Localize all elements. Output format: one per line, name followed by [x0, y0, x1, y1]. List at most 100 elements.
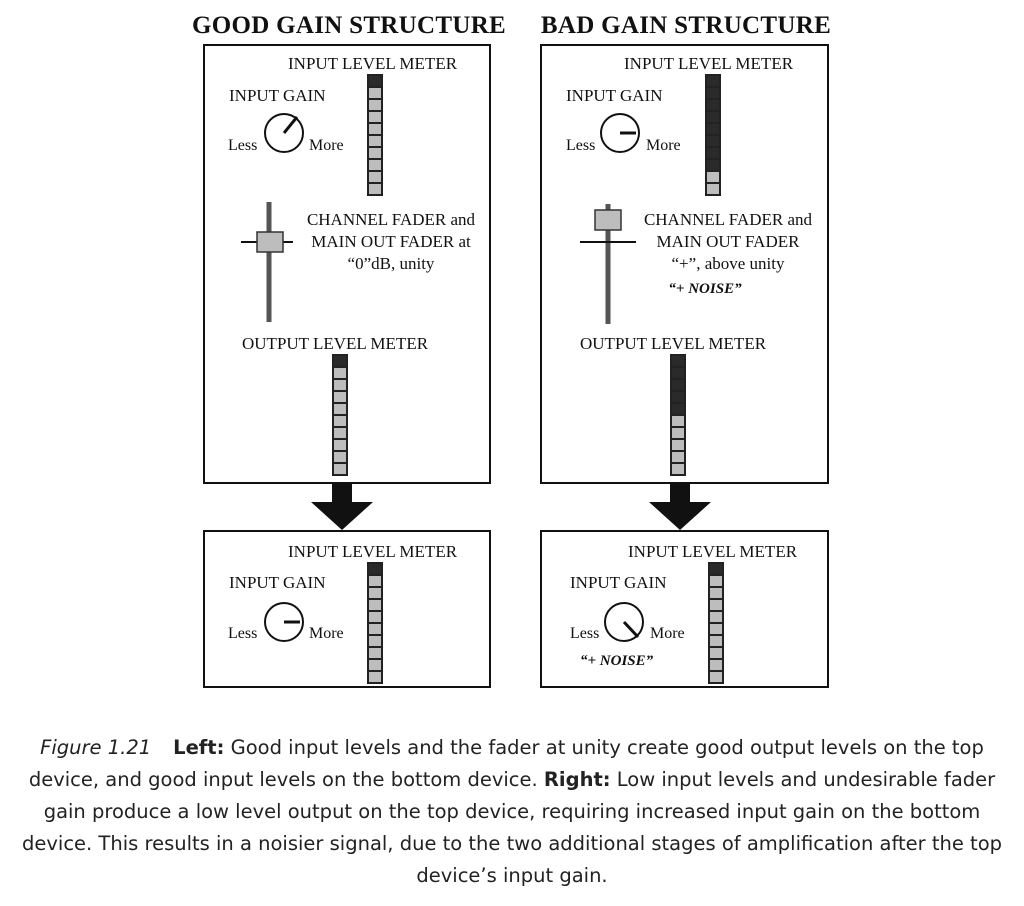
knob-less-label: Less: [228, 625, 258, 642]
input-gain-label: INPUT GAIN: [566, 86, 663, 105]
input-level-meter: [367, 74, 383, 196]
meter-segment: [367, 184, 383, 196]
fader-label-line-3: “+”, above unity: [671, 254, 785, 273]
meter-segment: [332, 368, 348, 380]
meter-segment: [367, 112, 383, 124]
meter-segment: [705, 100, 721, 112]
meter-segment: [332, 416, 348, 428]
caption-left-text: Good input levels and the fader at unity…: [28, 736, 984, 791]
knob-less-label: Less: [228, 137, 258, 154]
meter-segment: [670, 380, 686, 392]
down-arrow-right: [649, 484, 711, 530]
knob-more-label: More: [309, 137, 344, 154]
meter-segment: [367, 588, 383, 600]
meter-segment: [708, 648, 724, 660]
right-top-device: INPUT LEVEL METER INPUT GAIN Less More C…: [540, 44, 829, 484]
meter-segment: [670, 354, 686, 368]
good-gain-title: GOOD GAIN STRUCTURE: [191, 12, 507, 39]
meter-segment: [705, 136, 721, 148]
input-level-meter: [708, 562, 724, 684]
output-level-meter: [670, 354, 686, 476]
input-gain-label: INPUT GAIN: [229, 86, 326, 105]
fader-label-line-3: “0”dB, unity: [347, 254, 435, 273]
input-level-meter-label: INPUT LEVEL METER: [628, 542, 798, 561]
input-level-meter-label: INPUT LEVEL METER: [288, 54, 458, 73]
caption-right-label: Right:: [543, 768, 611, 791]
channel-fader: [580, 204, 636, 324]
meter-segment: [705, 184, 721, 196]
meter-segment: [705, 88, 721, 100]
knob-more-label: More: [650, 625, 685, 642]
input-gain-knob: [264, 602, 304, 642]
knob-less-label: Less: [566, 137, 596, 154]
meter-segment: [670, 392, 686, 404]
meter-segment: [367, 660, 383, 672]
meter-segment: [670, 368, 686, 380]
output-level-meter: [332, 354, 348, 476]
meter-segment: [332, 404, 348, 416]
meter-segment: [367, 612, 383, 624]
left-top-device: INPUT LEVEL METER INPUT GAIN Less More C…: [203, 44, 491, 484]
meter-segment: [332, 452, 348, 464]
meter-segment: [670, 452, 686, 464]
meter-segment: [705, 160, 721, 172]
meter-segment: [708, 636, 724, 648]
meter-segment: [708, 672, 724, 684]
meter-segment: [332, 440, 348, 452]
caption-left-label: Left:: [173, 736, 225, 759]
meter-segment: [705, 74, 721, 88]
meter-segment: [367, 88, 383, 100]
fader-label-line-2: MAIN OUT FADER: [656, 232, 800, 251]
fader-label-line-2: MAIN OUT FADER at: [311, 232, 471, 251]
meter-segment: [705, 148, 721, 160]
meter-segment: [708, 562, 724, 576]
meter-segment: [670, 404, 686, 416]
input-gain-knob: [604, 602, 644, 642]
meter-segment: [367, 148, 383, 160]
meter-segment: [367, 100, 383, 112]
meter-segment: [708, 588, 724, 600]
meter-segment: [708, 624, 724, 636]
meter-segment: [367, 74, 383, 88]
caption-right-text: Low input levels and undesirable fader g…: [21, 768, 1003, 887]
figure-number: Figure 1.21: [40, 736, 152, 759]
input-level-meter: [705, 74, 721, 196]
meter-segment: [332, 380, 348, 392]
output-level-meter-label: OUTPUT LEVEL METER: [580, 334, 767, 353]
meter-segment: [367, 136, 383, 148]
meter-segment: [367, 124, 383, 136]
input-level-meter-label: INPUT LEVEL METER: [624, 54, 794, 73]
meter-segment: [705, 112, 721, 124]
meter-segment: [367, 562, 383, 576]
meter-segment: [670, 464, 686, 476]
meter-segment: [708, 612, 724, 624]
meter-segment: [708, 576, 724, 588]
bad-gain-title: BAD GAIN STRUCTURE: [540, 12, 832, 39]
noise-label: “+ NOISE”: [668, 281, 742, 297]
meter-segment: [367, 172, 383, 184]
input-gain-label: INPUT GAIN: [229, 573, 326, 592]
noise-label: “+ NOISE”: [580, 653, 654, 669]
figure-caption: Figure 1.21 Left: Good input levels and t…: [10, 732, 1014, 892]
meter-segment: [670, 440, 686, 452]
meter-segment: [367, 576, 383, 588]
meter-segment: [332, 428, 348, 440]
input-gain-knob: [600, 113, 640, 153]
meter-segment: [367, 636, 383, 648]
input-gain-knob: [264, 113, 304, 153]
meter-segment: [332, 392, 348, 404]
fader-label-line-1: CHANNEL FADER and: [306, 210, 476, 229]
input-level-meter-label: INPUT LEVEL METER: [288, 542, 458, 561]
meter-segment: [367, 624, 383, 636]
fader-label-line-1: CHANNEL FADER and: [643, 210, 813, 229]
input-level-meter: [367, 562, 383, 684]
output-level-meter-label: OUTPUT LEVEL METER: [242, 334, 429, 353]
meter-segment: [705, 172, 721, 184]
input-gain-label: INPUT GAIN: [570, 573, 667, 592]
down-arrow-left: [311, 484, 373, 530]
meter-segment: [367, 648, 383, 660]
meter-segment: [332, 464, 348, 476]
meter-segment: [367, 672, 383, 684]
meter-segment: [332, 354, 348, 368]
right-bottom-device: INPUT LEVEL METER INPUT GAIN Less More “…: [540, 530, 829, 688]
